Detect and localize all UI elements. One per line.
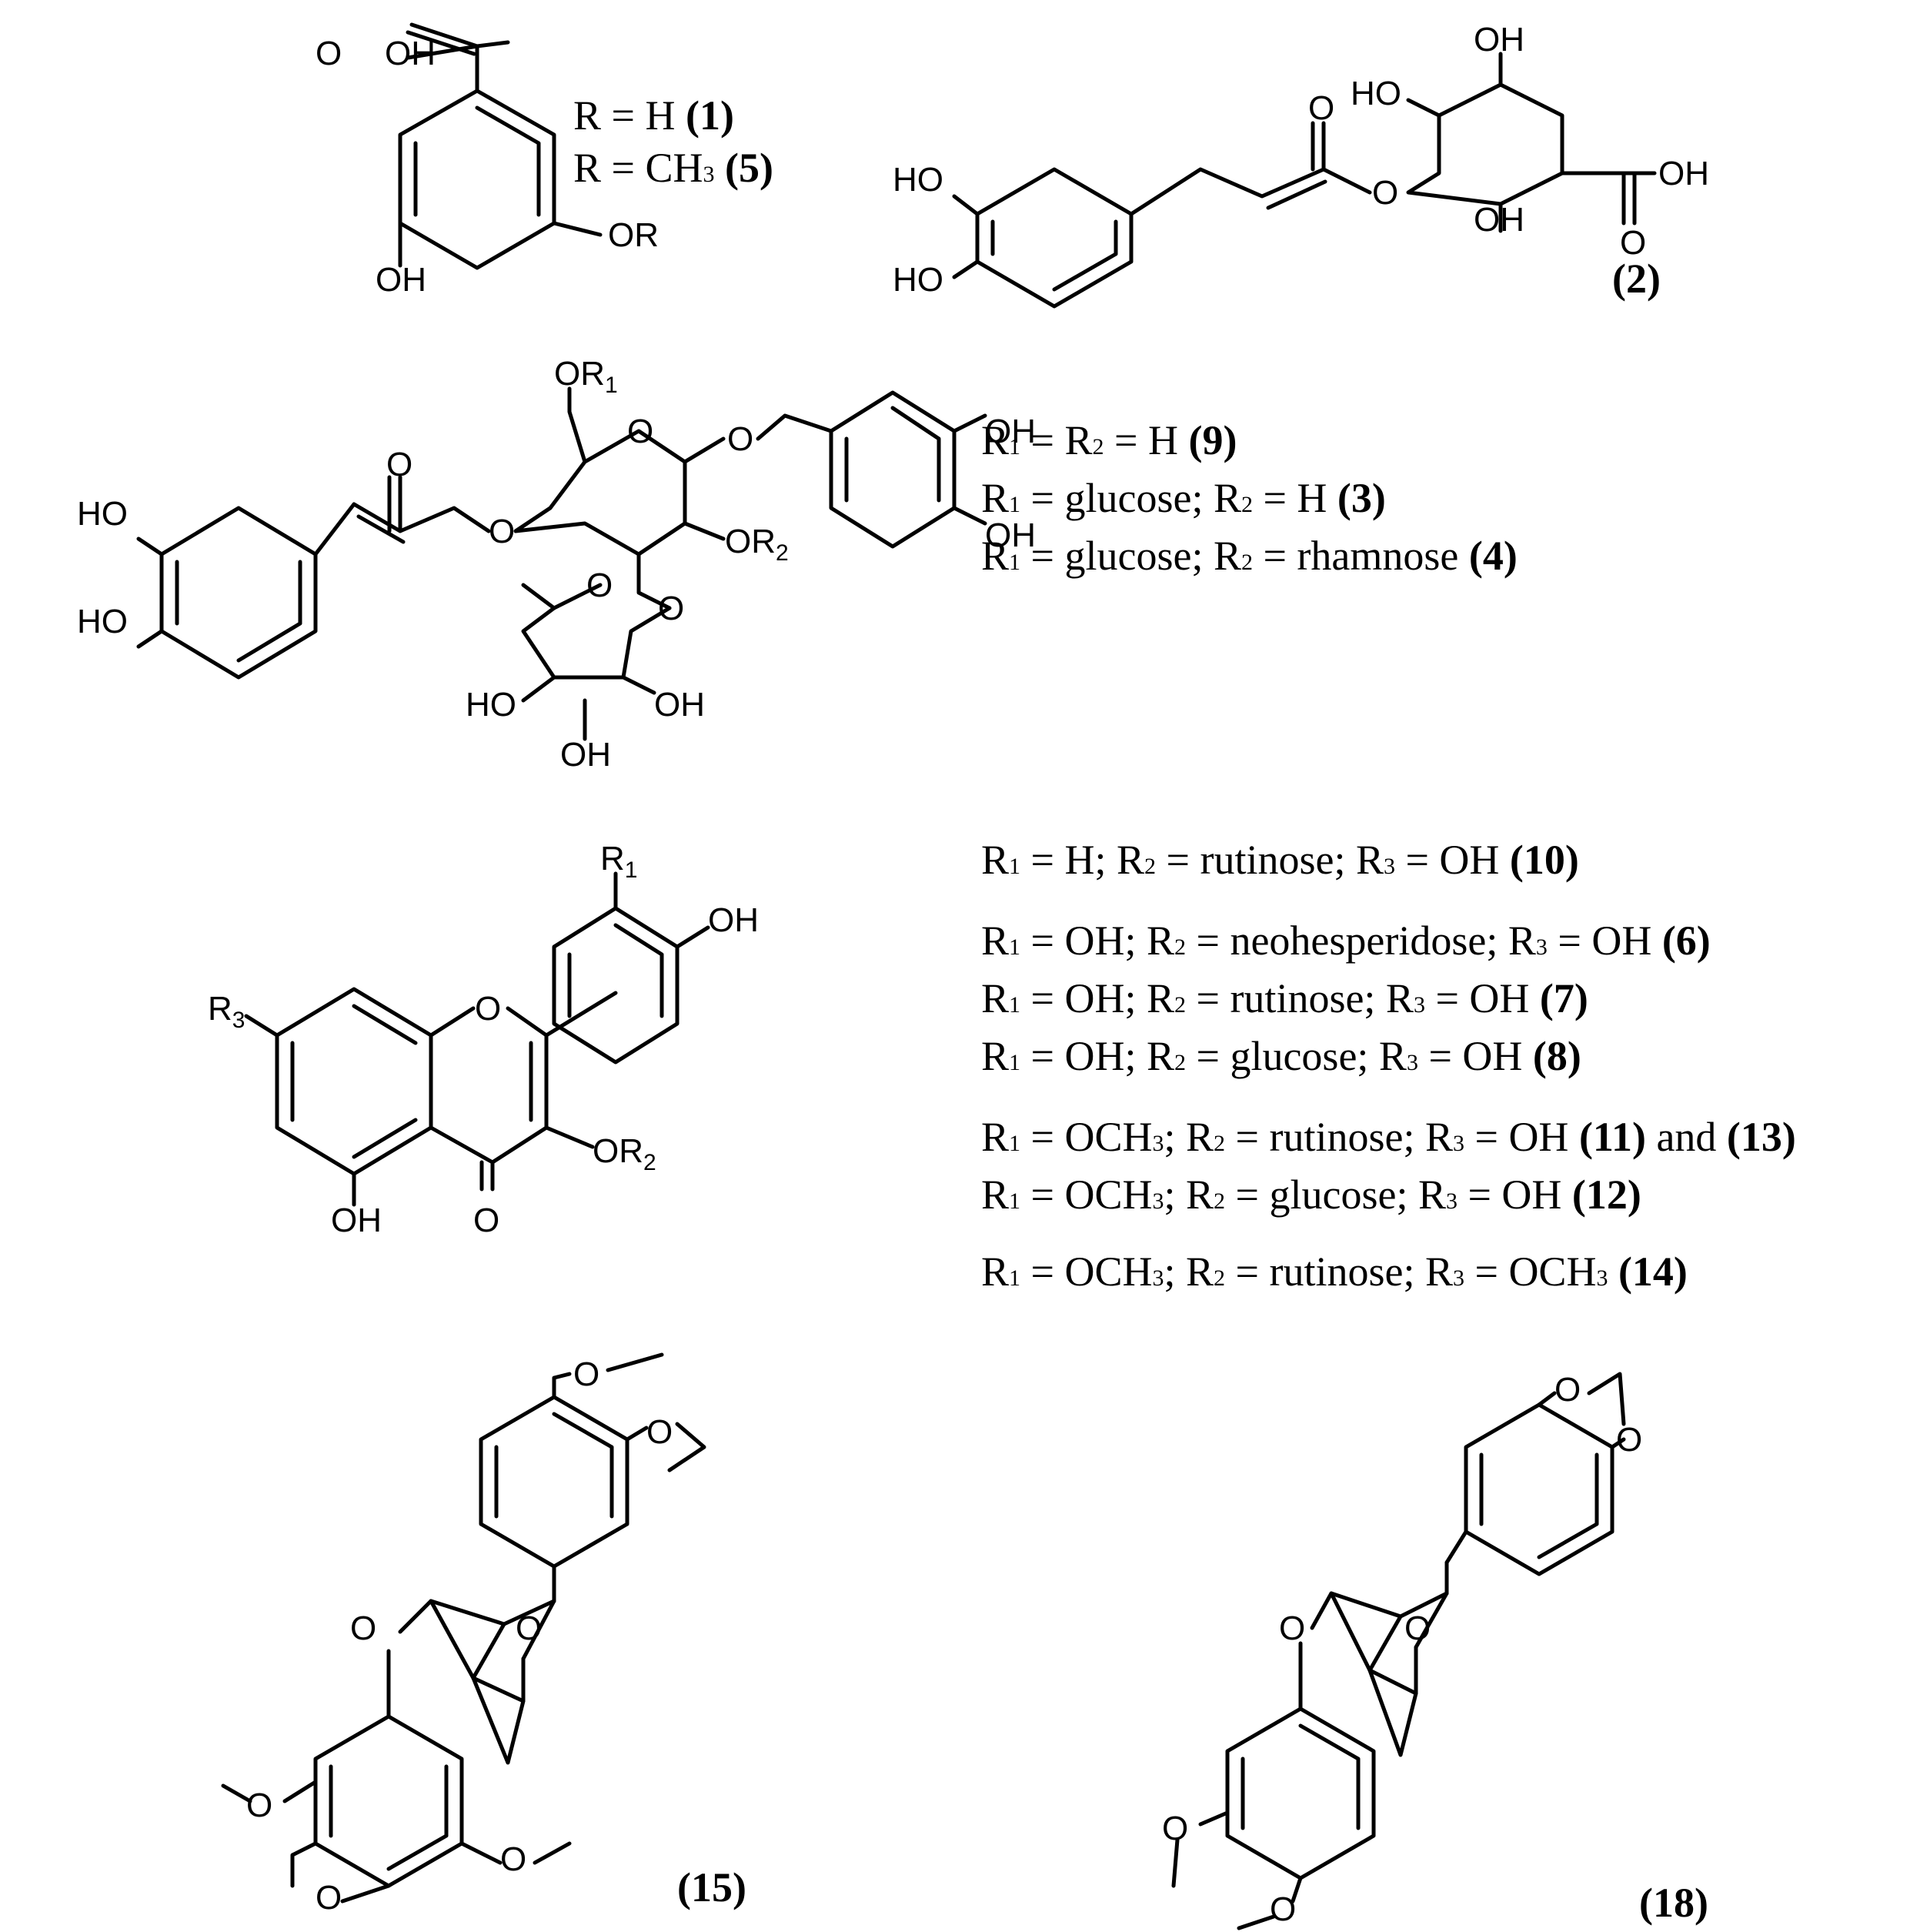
substituent-line-10: R1 = H; R2 = rutinose; R3 = OH (10)	[981, 837, 1579, 883]
atom-ho-b: HO	[893, 261, 943, 299]
label-compound-2: (2)	[1612, 256, 1661, 302]
atom-methoxy-o-4: O	[1270, 1890, 1296, 1928]
atom-glycosidic-o: O	[727, 420, 753, 458]
substituent-line-14: R1 = OCH3; R2 = rutinose; R3 = OCH3 (14)	[981, 1248, 1688, 1295]
atom-or1: OR1	[554, 355, 618, 398]
substituent-line-8: R1 = OH; R2 = glucose; R3 = OH (8)	[981, 1033, 1581, 1079]
atom-or2: OR2	[593, 1132, 656, 1175]
atom-or2: OR2	[725, 523, 789, 566]
atom-ho-top: HO	[1351, 75, 1401, 112]
substituent-line-5: R = CH3 (5)	[573, 145, 773, 191]
substituent-line-12: R1 = OCH3; R2 = glucose; R3 = OH (12)	[981, 1172, 1641, 1218]
atom-carbonyl-o: O	[386, 446, 412, 483]
atom-methoxy-o-5: O	[316, 1879, 342, 1917]
atom-rha-oh-2: OH	[560, 736, 611, 774]
substituent-line-4: R1 = glucose; R2 = rhamnose (4)	[981, 533, 1518, 579]
atom-pyranone-o: O	[475, 990, 501, 1028]
atom-methylenedioxy-o-2: O	[1616, 1421, 1642, 1459]
atom-rha-ho: HO	[466, 686, 516, 724]
atom-4prime-oh: OH	[708, 901, 759, 939]
structure-compound-2	[952, 52, 1657, 309]
atom-oh: OH	[376, 261, 426, 299]
atom-ring-oh: OH	[1474, 201, 1524, 239]
atom-5-oh: OH	[331, 1202, 382, 1239]
atom-furan-o-2: O	[1404, 1609, 1431, 1647]
atom-methoxy-o-2: O	[646, 1413, 673, 1451]
structure-compound-15	[221, 1352, 706, 1904]
atom-methoxy-o-4: O	[500, 1840, 526, 1878]
atom-acid-o: O	[1620, 224, 1646, 262]
substituent-line-7: R1 = OH; R2 = rutinose; R3 = OH (7)	[981, 975, 1588, 1021]
substituent-line-6: R1 = OH; R2 = neohesperidose; R3 = OH (6…	[981, 918, 1711, 964]
substituent-line-11-13: R1 = OCH3; R2 = rutinose; R3 = OH (11) a…	[981, 1114, 1796, 1160]
structure-compound-3-4-9	[136, 386, 987, 741]
atom-rha-link-o: O	[658, 590, 684, 627]
atom-methoxy-o-3: O	[246, 1787, 272, 1824]
atom-caffeoyl-ho-1: HO	[77, 495, 128, 533]
substituent-line-3: R1 = glucose; R2 = H (3)	[981, 475, 1386, 521]
atom-rha-oh-1: OH	[654, 686, 705, 724]
atom-or: OR	[608, 216, 659, 254]
atom-ester-o: O	[489, 513, 515, 550]
atom-oh-top: OH	[1474, 21, 1524, 58]
atom-acid-oh: OH	[1658, 155, 1709, 192]
atom-rha-ring-o: O	[586, 567, 613, 604]
label-compound-18: (18)	[1639, 1880, 1708, 1926]
atom-methylenedioxy-o-1: O	[1554, 1371, 1581, 1409]
atom-catechol-oh-1: OH	[985, 413, 1036, 450]
atom-furan-o-1: O	[350, 1609, 376, 1647]
structure-compound-18	[1171, 1372, 1626, 1930]
atom-4-carbonyl-o: O	[473, 1202, 499, 1239]
atom-methoxy-o-1: O	[573, 1355, 599, 1393]
substituent-line-1: R = H (1)	[573, 92, 734, 139]
atom-carbonyl-o: O	[316, 35, 342, 72]
atom-catechol-oh-2: OH	[985, 516, 1036, 554]
atom-furan-o-1: O	[1279, 1609, 1305, 1647]
label-compound-15: (15)	[677, 1864, 746, 1910]
substituent-line-9: R1 = R2 = H (9)	[981, 417, 1237, 463]
atom-r3: R3	[208, 990, 245, 1033]
atom-ester-o: O	[1372, 174, 1398, 212]
atom-caffeoyl-ho-2: HO	[77, 603, 128, 640]
atom-furan-o-2: O	[516, 1609, 542, 1647]
atom-acid-oh: OH	[385, 35, 436, 72]
atom-ho-a: HO	[893, 161, 943, 199]
structure-flavonoid	[244, 871, 710, 1207]
atom-pyranose-o: O	[627, 413, 653, 450]
structure-compound-1-5	[398, 22, 603, 270]
atom-methoxy-o-3: O	[1162, 1810, 1188, 1847]
atom-r1: R1	[600, 840, 637, 883]
atom-carbonyl-o: O	[1308, 89, 1334, 127]
